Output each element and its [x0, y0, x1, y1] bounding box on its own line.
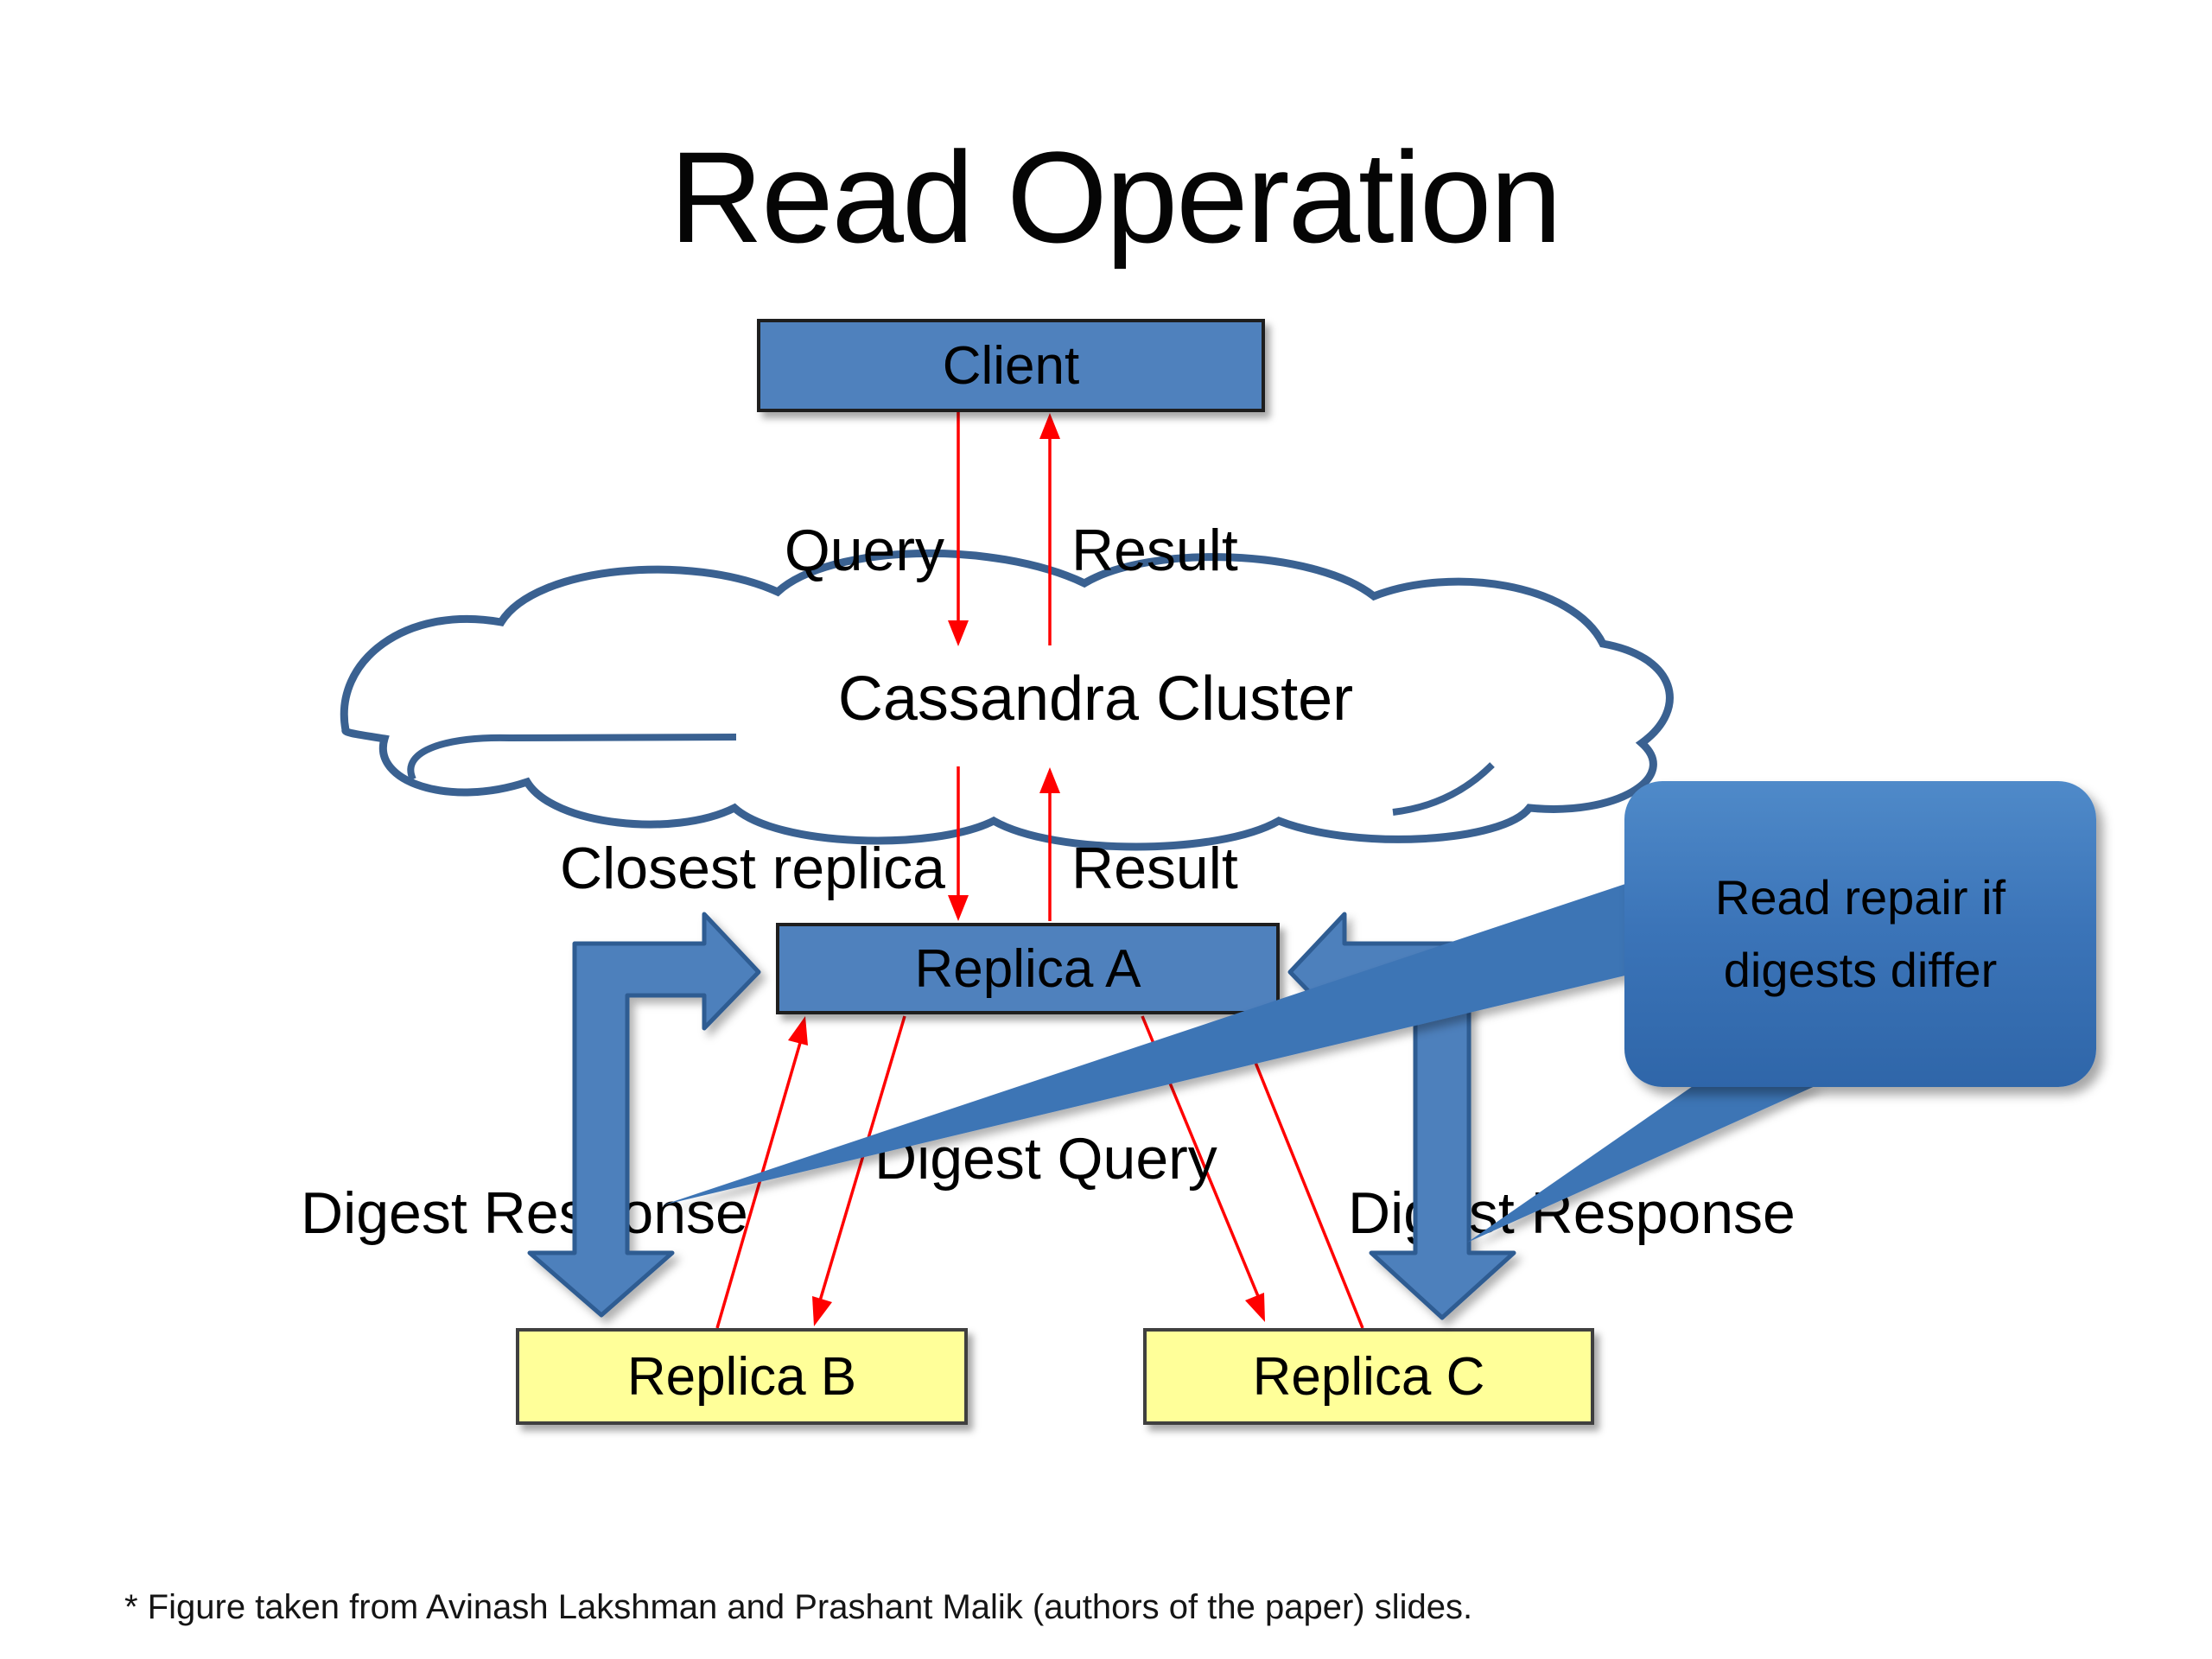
node-replica-a: Replica A [776, 923, 1280, 1014]
node-replica-c: Replica C [1143, 1328, 1594, 1425]
label-closest-replica: Closest replica [560, 836, 945, 901]
node-replica-c-label: Replica C [1252, 1346, 1485, 1407]
label-digest-response-right: Digest Response [1348, 1180, 1796, 1246]
footer-note: * Figure taken from Avinash Lakshman and… [124, 1588, 1473, 1626]
page-title: Read Operation [669, 124, 1562, 270]
red-arrow-digest-response-b [715, 1016, 808, 1329]
red-arrow-closest-replica [948, 766, 969, 921]
node-replica-b-label: Replica B [626, 1346, 857, 1407]
bent-arrow-right [1287, 912, 1516, 1320]
red-arrow-query [948, 412, 969, 646]
label-result-lower: Result [1071, 836, 1238, 901]
label-digest-query: Digest Query [874, 1126, 1217, 1192]
callout-line-2: digests differ [1723, 943, 1998, 997]
cloud-inner-arc-right [1392, 762, 1495, 816]
node-replica-a-label: Replica A [914, 938, 1141, 999]
label-query: Query [784, 518, 944, 583]
cluster-label: Cassandra Cluster [837, 664, 1354, 734]
red-arrow-result-upper [1039, 413, 1060, 645]
label-digest-response-left: Digest Response [301, 1180, 748, 1246]
red-arrow-digest-response-c [1242, 1016, 1364, 1329]
label-result-upper: Result [1071, 518, 1238, 583]
node-client-label: Client [942, 335, 1080, 396]
node-client: Client [757, 319, 1265, 412]
bent-arrow-left [527, 912, 761, 1318]
cloud-inner-arc-left [407, 734, 737, 781]
read-repair-callout: Read repair if digests differ [1624, 781, 2096, 1087]
node-replica-b: Replica B [516, 1328, 968, 1425]
red-arrow-result-lower [1039, 767, 1060, 921]
callout-line-1: Read repair if [1714, 870, 2006, 925]
